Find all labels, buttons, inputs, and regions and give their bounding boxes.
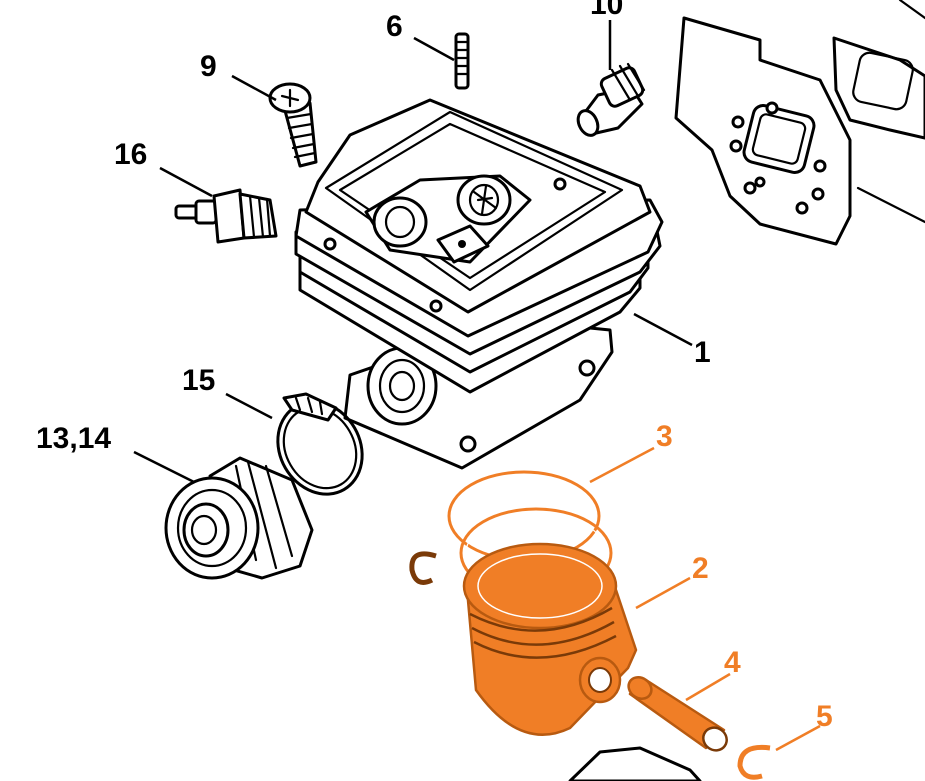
leader-line-3 <box>589 446 655 484</box>
part-15-hose-clamp[interactable] <box>261 386 378 509</box>
callout-1: 1 <box>694 336 711 369</box>
part-6-stud[interactable] <box>454 32 470 90</box>
leader-line-16 <box>159 166 213 198</box>
leader-line-1 <box>633 312 693 347</box>
callout-9: 9 <box>200 50 217 83</box>
callout-3: 3 <box>656 420 673 453</box>
leader-line-13-14 <box>133 450 195 484</box>
callout-6: 6 <box>386 10 403 43</box>
part-2-piston[interactable] <box>462 542 638 736</box>
part-10-decompression-valve[interactable] <box>574 62 646 139</box>
leader-line-4 <box>685 672 731 702</box>
callout-10: 10 <box>590 0 623 21</box>
callout-16: 16 <box>114 138 147 171</box>
gasket-plate[interactable] <box>674 0 925 246</box>
circlip-left[interactable] <box>409 551 437 585</box>
leader-line-6 <box>413 36 455 62</box>
leader-line-2 <box>635 576 691 610</box>
leader-line-5 <box>775 724 821 752</box>
part-9-screw[interactable] <box>268 82 318 168</box>
part-4-piston-pin[interactable] <box>624 673 731 755</box>
part-16-spark-plug[interactable] <box>174 188 278 244</box>
callout-5: 5 <box>816 700 833 733</box>
callout-2: 2 <box>692 552 709 585</box>
leader-line-9 <box>231 74 277 102</box>
leader-line-15 <box>225 392 273 420</box>
base-gasket-partial[interactable] <box>568 746 702 781</box>
callout-4: 4 <box>724 646 741 679</box>
part-13-14-intake-manifold[interactable] <box>164 456 314 580</box>
part-1-cylinder[interactable] <box>294 98 664 470</box>
part-5-circlip[interactable] <box>737 744 771 780</box>
callout-13-14: 13,14 <box>36 422 111 455</box>
callout-15: 15 <box>182 364 215 397</box>
